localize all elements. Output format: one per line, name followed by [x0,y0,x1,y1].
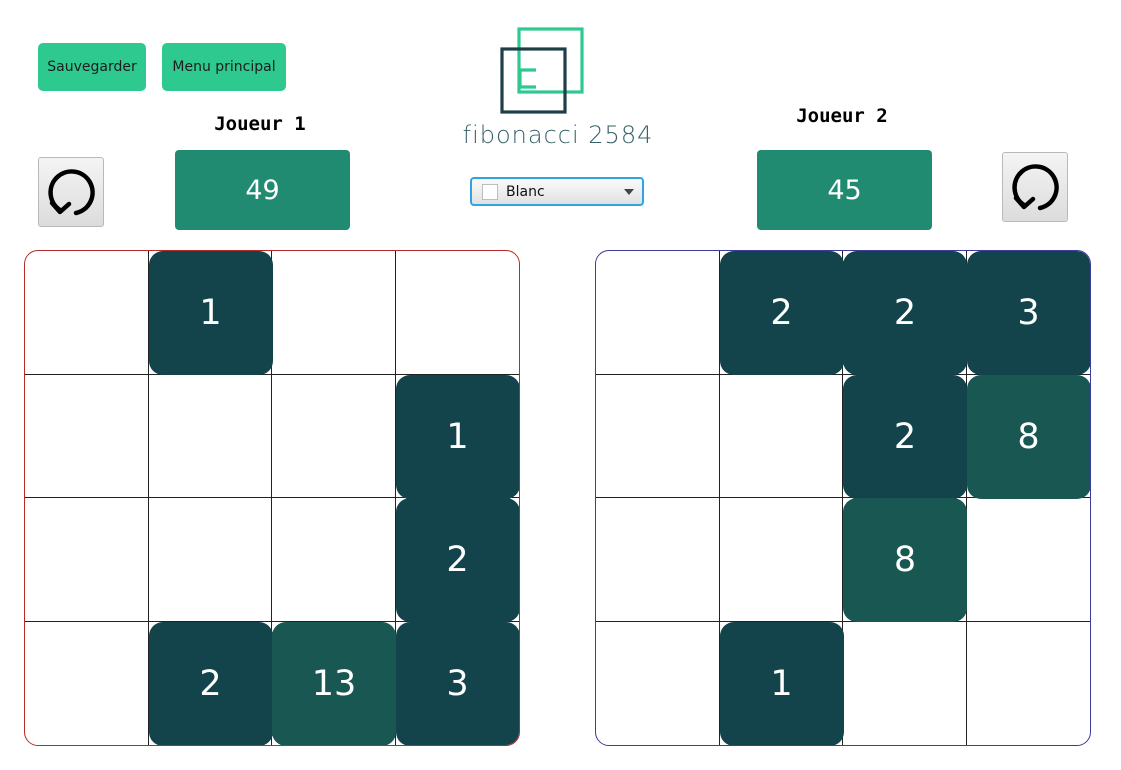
logo: fibonacci 2584 [462,25,662,155]
grid-line [25,620,519,622]
grid-line [965,251,967,745]
player-2-reset-button[interactable] [1002,152,1068,222]
main-menu-button[interactable]: Menu principal [162,43,286,91]
player-1-label: Joueur 1 [214,113,306,135]
player-2-label: Joueur 2 [796,105,888,127]
chevron-down-icon [624,188,634,195]
game-tile: 2 [395,498,519,622]
game-tile: 8 [843,498,967,622]
grid-line [25,497,519,499]
game-tile: 2 [843,374,967,499]
game-tile: 2 [148,621,273,745]
color-select[interactable]: Blanc [470,177,644,206]
grid-line [394,251,396,745]
game-tile: 2 [719,251,844,375]
game-tile: 1 [395,374,519,499]
logo-squares-icon [500,27,584,114]
game-tile: 1 [148,251,273,375]
game-tile: 1 [719,621,844,745]
game-tile: 3 [395,621,519,745]
color-swatch [482,183,498,200]
save-button[interactable]: Sauvegarder [38,43,146,91]
rotate-icon [1012,164,1059,211]
game-tile: 3 [966,251,1090,375]
player-1-reset-button[interactable] [38,157,104,227]
rotate-icon [48,169,95,216]
player-1-score: 49 [175,150,350,230]
game-tile: 13 [272,621,396,745]
game-tile: 2 [843,251,967,375]
player-2-score: 45 [757,150,932,230]
grid-line [596,497,1090,499]
grid-line [596,620,1090,622]
logo-text: fibonacci 2584 [462,121,654,149]
color-select-value: Blanc [506,183,545,200]
game-tile: 8 [966,374,1090,499]
